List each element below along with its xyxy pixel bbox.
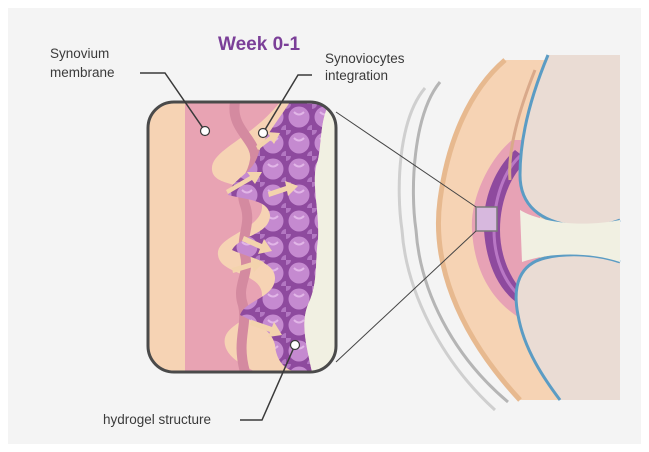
label-synoviocytes-line1: Synoviocytes bbox=[325, 51, 405, 66]
leader-synoviocytes-dot bbox=[259, 129, 268, 138]
label-synovium-line1: Synovium bbox=[50, 46, 109, 61]
label-synovium-line2: membrane bbox=[50, 65, 115, 80]
leader-hydrogel-dot bbox=[291, 341, 300, 350]
zoom-inset bbox=[148, 102, 336, 372]
diagram-title: Week 0-1 bbox=[218, 34, 300, 56]
zoom-source-square bbox=[476, 207, 497, 231]
leader-synovium-dot bbox=[201, 127, 210, 136]
joint-illustration bbox=[399, 55, 620, 410]
label-synoviocytes-line2: integration bbox=[325, 68, 388, 83]
label-hydrogel: hydrogel structure bbox=[103, 412, 211, 427]
